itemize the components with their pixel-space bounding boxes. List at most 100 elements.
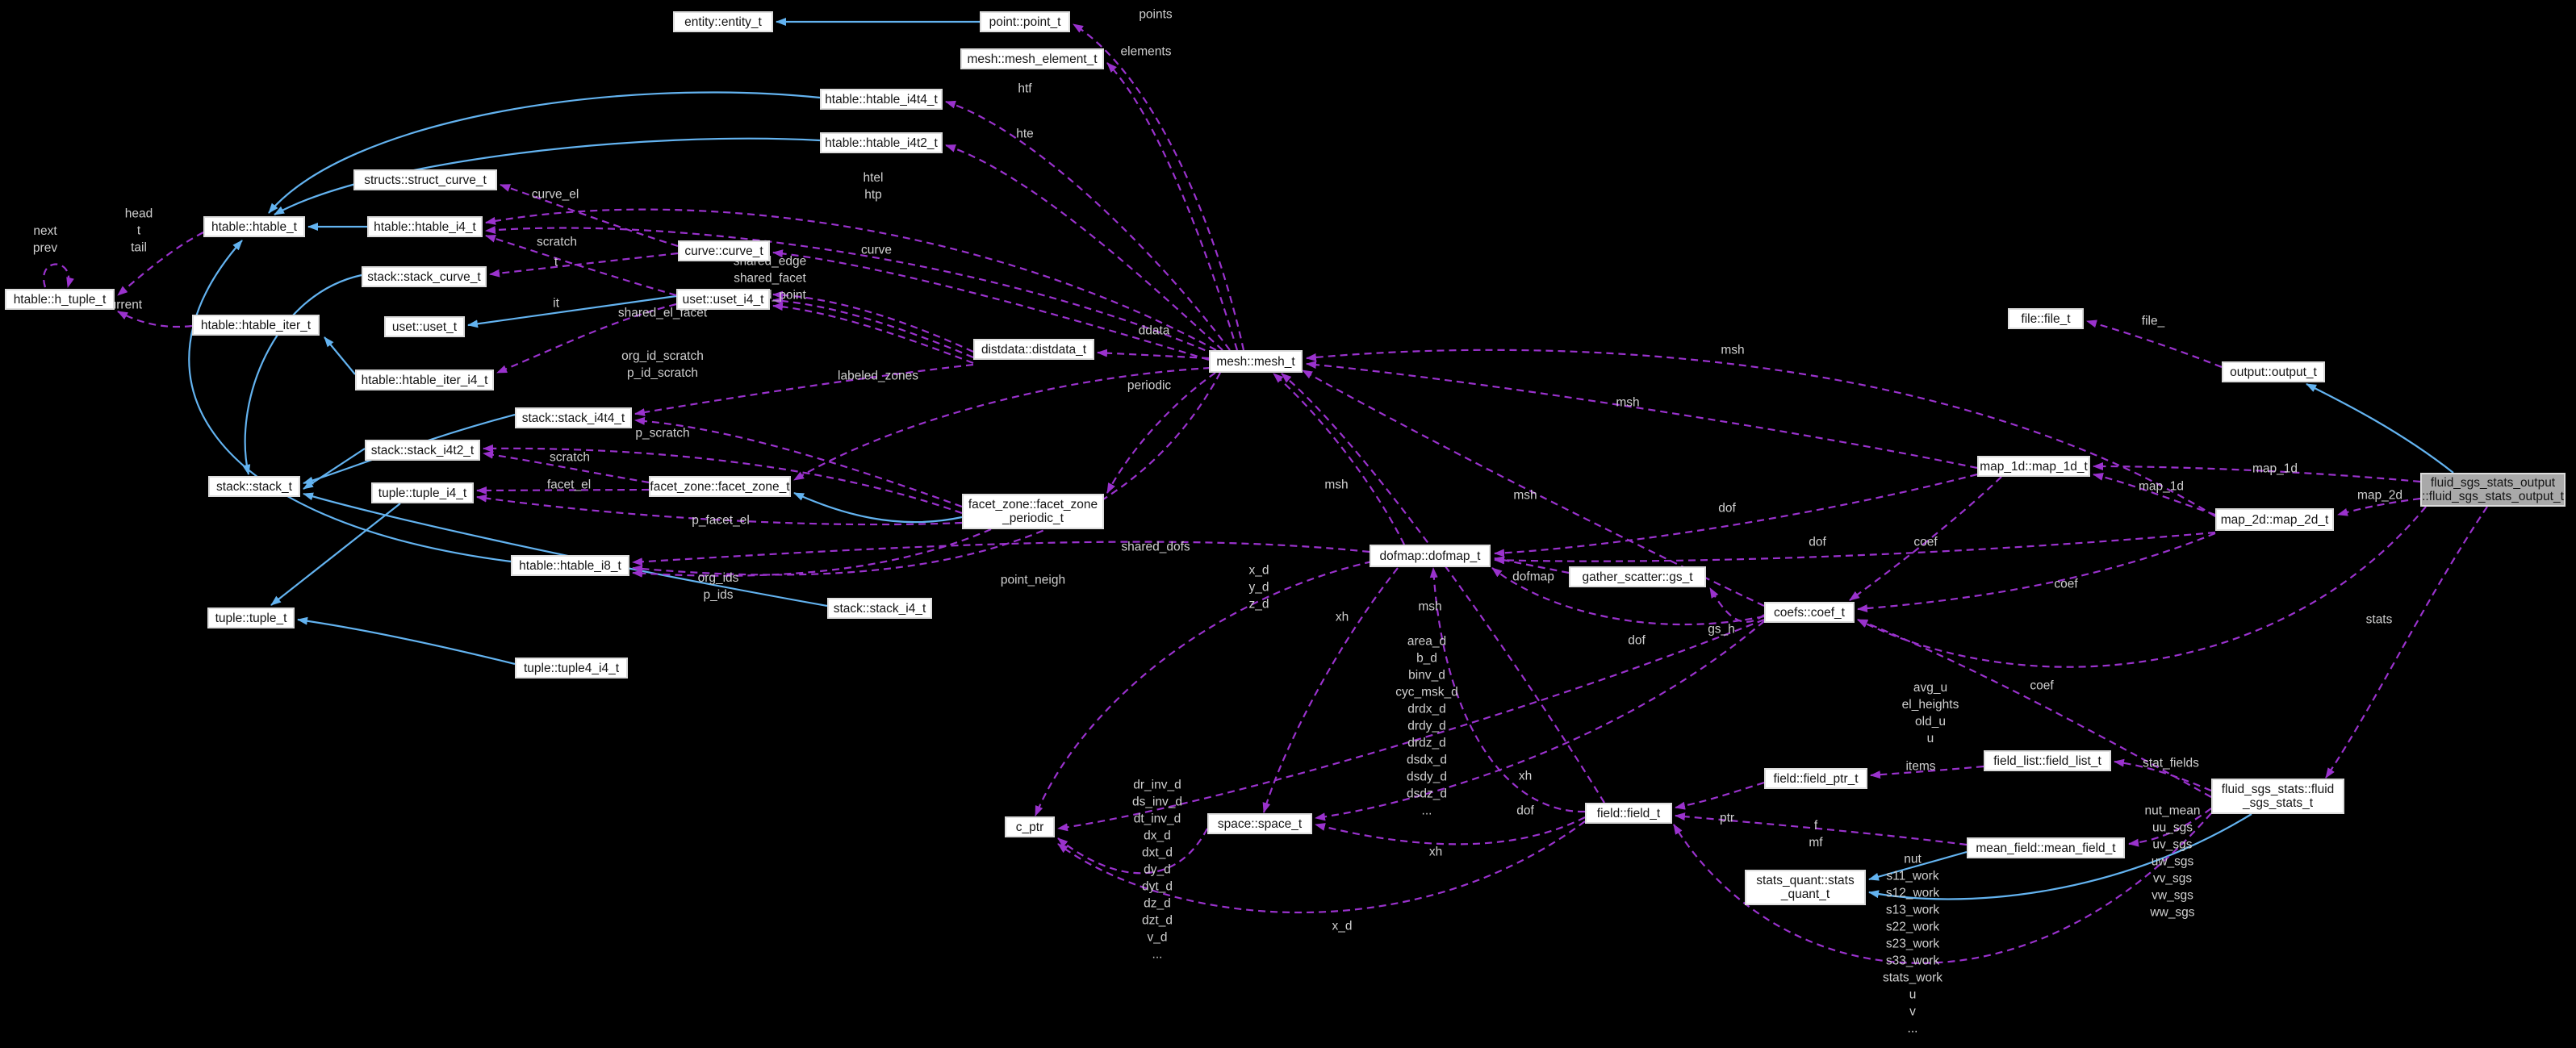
node-label-line: mesh::mesh_element_t xyxy=(967,52,1098,66)
node-map_1d[interactable]: map_1d::map_1d_t xyxy=(1977,456,2090,477)
node-space[interactable]: space::space_t xyxy=(1207,813,1312,834)
node-tuple_i4[interactable]: tuple::tuple_i4_t xyxy=(371,482,474,503)
edge-label-xh2: xh xyxy=(1518,769,1533,783)
node-output[interactable]: output::output_t xyxy=(2222,361,2325,382)
node-c_ptr[interactable]: c_ptr xyxy=(1005,816,1055,837)
node-field_list[interactable]: field_list::field_list_t xyxy=(1984,750,2111,771)
edge-label-stats_l: stats xyxy=(2365,612,2393,627)
edge-field-to-mesh xyxy=(1281,373,1605,804)
node-label-line: field::field_t xyxy=(1596,806,1661,820)
node-stack_i4[interactable]: stack::stack_i4_t xyxy=(827,598,932,619)
node-uset[interactable]: uset::uset_t xyxy=(384,316,465,337)
node-htable_i4t4[interactable]: htable::htable_i4t4_t xyxy=(820,89,943,110)
node-entity[interactable]: entity::entity_t xyxy=(673,11,773,32)
node-facet_zone[interactable]: facet_zone::facet_zone_t xyxy=(649,476,791,497)
edge-label-curve_el: curve_el xyxy=(531,187,579,202)
edge-fluid_stats-to-stats_quant xyxy=(1868,813,2252,900)
node-uset_i4[interactable]: uset::uset_i4_t xyxy=(676,289,770,310)
edge-label-map1d_l1: map_1d xyxy=(2252,461,2298,476)
edge-fluid_out-to-map_2d xyxy=(2337,497,2421,516)
node-htable_i4[interactable]: htable::htable_i4_t xyxy=(367,216,483,237)
node-htable_i4t2[interactable]: htable::htable_i4t2_t xyxy=(820,132,943,153)
node-label-line: fluid_sgs_stats_output xyxy=(2430,476,2556,490)
node-htable_iter[interactable]: htable::htable_iter_t xyxy=(192,315,320,336)
edge-label-statfields: stat_fields xyxy=(2143,756,2199,770)
edge-uset_i4-to-uset xyxy=(467,294,677,328)
edge-curve-to-struct_curve xyxy=(500,183,679,248)
node-h_tuple[interactable]: htable::h_tuple_t xyxy=(5,289,115,310)
edge-mean_field-to-field xyxy=(1675,812,1968,846)
node-label-line: facet_zone::facet_zone xyxy=(968,498,1098,511)
edge-distdata-to-uset_i4 xyxy=(772,303,974,365)
edge-label-map2d_l: map_2d xyxy=(2356,488,2403,503)
edge-fluid_stats-to-mean_field xyxy=(2128,808,2212,847)
edge-field-to-c_ptr xyxy=(1057,820,1586,914)
edge-mesh-to-curve xyxy=(772,249,1210,361)
node-htable_i8[interactable]: htable::htable_i8_t xyxy=(511,555,629,576)
edge-label-p_scratch: p_scratch xyxy=(635,426,690,440)
edge-mesh-to-htable_i8 xyxy=(632,372,1221,576)
edge-label-point_neigh: point_neigh xyxy=(1000,573,1066,587)
node-mean_field[interactable]: mean_field::mean_field_t xyxy=(1967,837,2125,858)
edge-label-m5: msh xyxy=(1418,599,1442,614)
node-label-line: stack::stack_i4_t xyxy=(833,601,926,616)
edge-coef-to-space xyxy=(1315,620,1765,821)
node-label-line: stack::stack_i4t4_t xyxy=(521,411,625,425)
node-label-line: c_ptr xyxy=(1015,820,1044,834)
node-label-line: stack::stack_i4t2_t xyxy=(370,443,475,457)
node-label-line: map_1d::map_1d_t xyxy=(1980,459,2088,474)
node-stats_quant[interactable]: stats_quant::stats_quant_t xyxy=(1745,870,1866,905)
node-stack_i4t4[interactable]: stack::stack_i4t4_t xyxy=(515,407,632,428)
node-fz_periodic[interactable]: facet_zone::facet_zone_periodic_t xyxy=(962,494,1104,529)
node-tuple4_i4[interactable]: tuple::tuple4_i4_t xyxy=(515,658,628,678)
node-tuple[interactable]: tuple::tuple_t xyxy=(207,608,295,628)
node-fluid_out[interactable]: fluid_sgs_stats_output::fluid_sgs_stats_… xyxy=(2420,473,2566,507)
node-gs[interactable]: gather_scatter::gs_t xyxy=(1569,566,1706,587)
node-map_2d[interactable]: map_2d::map_2d_t xyxy=(2215,508,2334,531)
node-label-line: dofmap::dofmap_t xyxy=(1379,549,1481,563)
edge-map_1d-to-mesh xyxy=(1306,361,1978,470)
edge-label-map1d_l2: map_1d xyxy=(2138,479,2185,494)
node-label-line: fluid_sgs_stats::fluid xyxy=(2221,783,2335,796)
node-coef[interactable]: coefs::coef_t xyxy=(1764,602,1855,623)
node-field_ptr[interactable]: field::field_ptr_t xyxy=(1764,768,1867,789)
node-mesh[interactable]: mesh::mesh_t xyxy=(1209,350,1303,373)
node-dofmap[interactable]: dofmap::dofmap_t xyxy=(1370,545,1491,567)
node-htable[interactable]: htable::htable_t xyxy=(203,216,305,237)
edge-label-ddata: ddata xyxy=(1138,324,1170,338)
edge-label-items: items xyxy=(1905,759,1936,774)
edge-field_ptr-to-field xyxy=(1675,781,1765,810)
node-label-line: htable::h_tuple_t xyxy=(13,292,107,307)
node-file[interactable]: file::file_t xyxy=(2008,308,2084,329)
edge-curve-to-stack_curve xyxy=(489,252,679,278)
edge-label-m3: msh xyxy=(1324,478,1349,492)
node-distdata[interactable]: distdata::distdata_t xyxy=(973,339,1094,360)
node-stack_i4t2[interactable]: stack::stack_i4t2_t xyxy=(365,440,480,461)
node-struct_curve[interactable]: structs::struct_curve_t xyxy=(353,169,497,190)
node-htable_iter_i4[interactable]: htable::htable_iter_i4_t xyxy=(355,370,494,390)
edge-distdata-to-uset_i4 xyxy=(772,296,974,359)
node-stack_t[interactable]: stack::stack_t xyxy=(208,476,300,497)
node-label-line: mean_field::mean_field_t xyxy=(1976,841,2116,855)
node-stack_curve[interactable]: stack::stack_curve_t xyxy=(362,266,487,287)
node-label-line: htable::htable_i4t4_t xyxy=(825,92,938,106)
edge-htable_iter-to-h_tuple xyxy=(117,311,193,328)
edge-facet_zone-to-stack_i4t2 xyxy=(483,450,650,484)
node-fluid_stats[interactable]: fluid_sgs_stats::fluid_sgs_stats_t xyxy=(2211,779,2344,814)
edge-fluid_stats-to-coef xyxy=(1857,618,2212,798)
node-field[interactable]: field::field_t xyxy=(1585,803,1672,824)
node-point[interactable]: point::point_t xyxy=(980,11,1070,32)
node-label-line: htable::htable_iter_i4_t xyxy=(361,373,488,387)
node-label-line: point::point_t xyxy=(989,15,1061,29)
edge-label-points: points xyxy=(1139,7,1173,22)
node-curve[interactable]: curve::curve_t xyxy=(678,240,770,261)
edge-coef-to-gs xyxy=(1709,587,1765,623)
node-mesh_element[interactable]: mesh::mesh_element_t xyxy=(960,48,1104,69)
edge-field-to-dofmap xyxy=(1429,567,1586,813)
